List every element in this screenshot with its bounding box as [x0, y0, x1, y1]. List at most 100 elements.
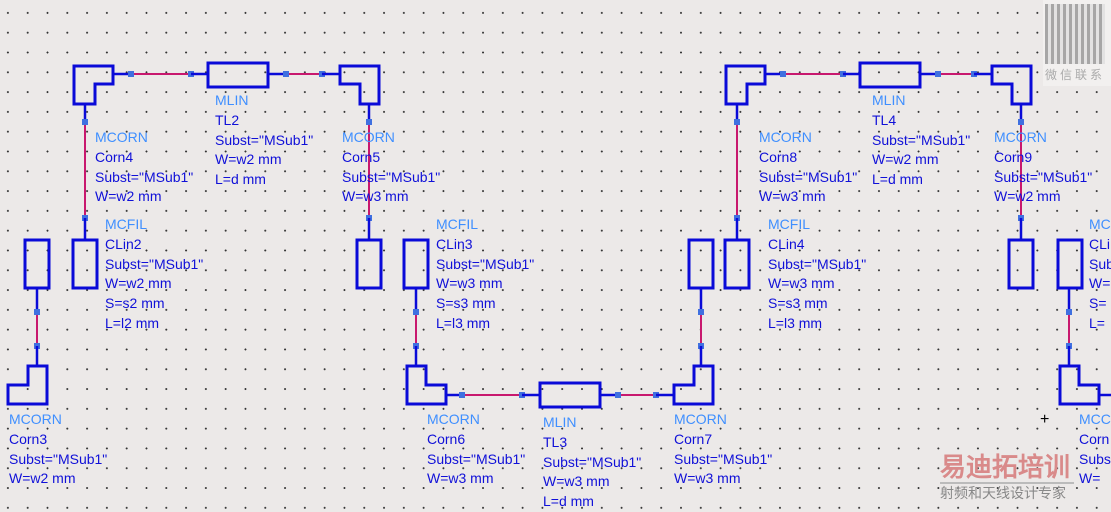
component-symbol[interactable]	[672, 364, 715, 406]
component-name: TL2	[215, 111, 240, 128]
component-param: W=w3 mm	[674, 470, 741, 487]
component-name: CLin4	[768, 235, 805, 252]
wire-node[interactable]	[82, 119, 88, 125]
component-name: TL3	[543, 433, 568, 450]
component-symbol[interactable]	[858, 61, 922, 89]
component-param: W=w2 mm	[872, 151, 939, 168]
component-symbol[interactable]	[405, 364, 448, 406]
qr-watermark: 微信联系	[1043, 0, 1111, 86]
component-param: L=l3 mm	[768, 314, 823, 331]
component-symbol[interactable]	[338, 64, 381, 106]
component-symbol[interactable]	[990, 64, 1033, 106]
component-param: S=s2 mm	[105, 295, 165, 312]
component-param: Subst="MSub1"	[674, 450, 773, 467]
component-param: W=w2 mm	[95, 188, 162, 205]
component-param: L=	[1089, 314, 1105, 331]
wire-node[interactable]	[459, 392, 465, 398]
component-param: W=w2 mm	[994, 188, 1061, 205]
component-symbol[interactable]	[723, 238, 751, 290]
component-symbol[interactable]	[538, 381, 602, 409]
component-symbol[interactable]	[355, 238, 383, 290]
wire-node[interactable]	[128, 71, 134, 77]
wire-node[interactable]	[734, 119, 740, 125]
wire-node[interactable]	[1018, 119, 1024, 125]
component-param: W=w2 mm	[9, 470, 76, 487]
wire-node[interactable]	[34, 309, 40, 315]
component-type: MCFIL	[768, 216, 810, 232]
component-param: W=w3 mm	[436, 275, 503, 292]
component-param: W=	[1089, 275, 1111, 292]
component-param: W=	[1079, 470, 1101, 487]
wire-node[interactable]	[935, 71, 941, 77]
component-type: MCORN	[759, 129, 812, 145]
component-param: S=s3 mm	[436, 295, 496, 312]
component-name: CLin3	[436, 235, 473, 252]
component-symbol[interactable]	[6, 364, 49, 406]
component-param: Subst="MSub1"	[436, 255, 535, 272]
component-symbol[interactable]	[687, 238, 715, 290]
component-type: MC	[1089, 216, 1111, 232]
component-param: S=	[1089, 295, 1107, 312]
component-param: Subst="MSub1"	[872, 131, 971, 148]
component-name: Corn	[1079, 430, 1110, 447]
component-param: Subst="MSub1"	[95, 168, 194, 185]
component-name: CLin2	[105, 235, 142, 252]
component-param: Subst="MSub1"	[543, 453, 642, 470]
wire-node[interactable]	[615, 392, 621, 398]
component-type: MCORN	[994, 129, 1047, 145]
crosshair-cursor: +	[1040, 411, 1050, 428]
component-symbol[interactable]	[23, 238, 51, 290]
component-type: MLIN	[543, 414, 577, 430]
component-type: MCFIL	[436, 216, 478, 232]
component-param: L=d mm	[543, 493, 594, 510]
wire-node[interactable]	[780, 71, 786, 77]
component-param: Subst="MSub1"	[427, 450, 526, 467]
component-param: Sub	[1089, 255, 1111, 272]
component-symbol[interactable]	[1007, 238, 1035, 290]
component-type: MLIN	[215, 92, 249, 108]
component-symbol[interactable]	[1058, 364, 1101, 406]
component-symbol[interactable]	[402, 238, 430, 290]
component-param: S=s3 mm	[768, 295, 828, 312]
component-param: L=d mm	[215, 171, 266, 188]
component-symbol[interactable]	[72, 64, 115, 106]
brand-tagline: 射频和天线设计专家	[940, 482, 1074, 502]
wire-node[interactable]	[413, 309, 419, 315]
component-param: W=w3 mm	[427, 470, 494, 487]
component-name: Corn8	[759, 148, 798, 165]
component-param: W=w2 mm	[105, 275, 172, 292]
component-param: Subst="MSub1"	[105, 255, 204, 272]
component-param: W=w3 mm	[768, 275, 835, 292]
wire-node[interactable]	[698, 309, 704, 315]
component-param: L=l3 mm	[436, 314, 491, 331]
wire-node[interactable]	[283, 71, 289, 77]
component-symbol[interactable]	[71, 238, 99, 290]
component-param: W=w3 mm	[759, 188, 826, 205]
component-name: Corn6	[427, 430, 466, 447]
component-symbol[interactable]	[206, 61, 270, 89]
component-param: Subst="MSub1"	[759, 168, 858, 185]
wire-node[interactable]	[366, 119, 372, 125]
component-symbol[interactable]	[724, 64, 767, 106]
wire-node[interactable]	[1066, 309, 1072, 315]
component-symbol[interactable]	[1056, 238, 1084, 290]
component-type: MCORN	[674, 411, 727, 427]
component-param: Subst="MSub1"	[9, 450, 108, 467]
component-param: Subs	[1079, 450, 1111, 467]
